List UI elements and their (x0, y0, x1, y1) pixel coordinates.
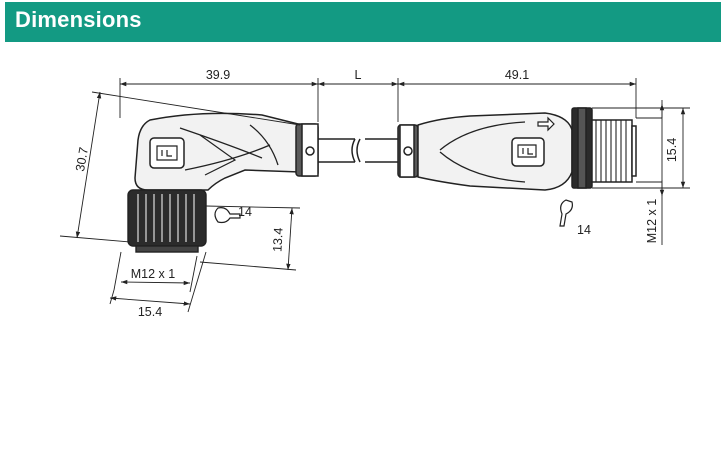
straight-male-connector (397, 107, 637, 191)
dim-cable-length: L (355, 68, 362, 82)
dim-nut-width-left: 15.4 (138, 305, 162, 319)
dim-height-left: 30.7 (73, 146, 91, 172)
dim-top-left: 39.9 (206, 68, 230, 82)
dim-wrench-right: 14 (577, 223, 591, 237)
section-header: Dimensions (5, 2, 721, 42)
dimension-lines (59, 78, 690, 313)
angled-female-connector (134, 112, 319, 191)
dim-nut-height-left: 13.4 (270, 227, 285, 252)
cable (318, 138, 400, 163)
dim-top-right: 49.1 (505, 68, 529, 82)
dim-wrench-left: 14 (238, 205, 252, 219)
dim-thread-left: M12 x 1 (131, 267, 176, 281)
dim-thread-right: M12 x 1 (645, 199, 659, 244)
section-title: Dimensions (15, 7, 142, 32)
wrench-icon (214, 199, 573, 227)
dim-height-right: 15.4 (665, 138, 679, 162)
left-coupling-nut (127, 189, 207, 253)
